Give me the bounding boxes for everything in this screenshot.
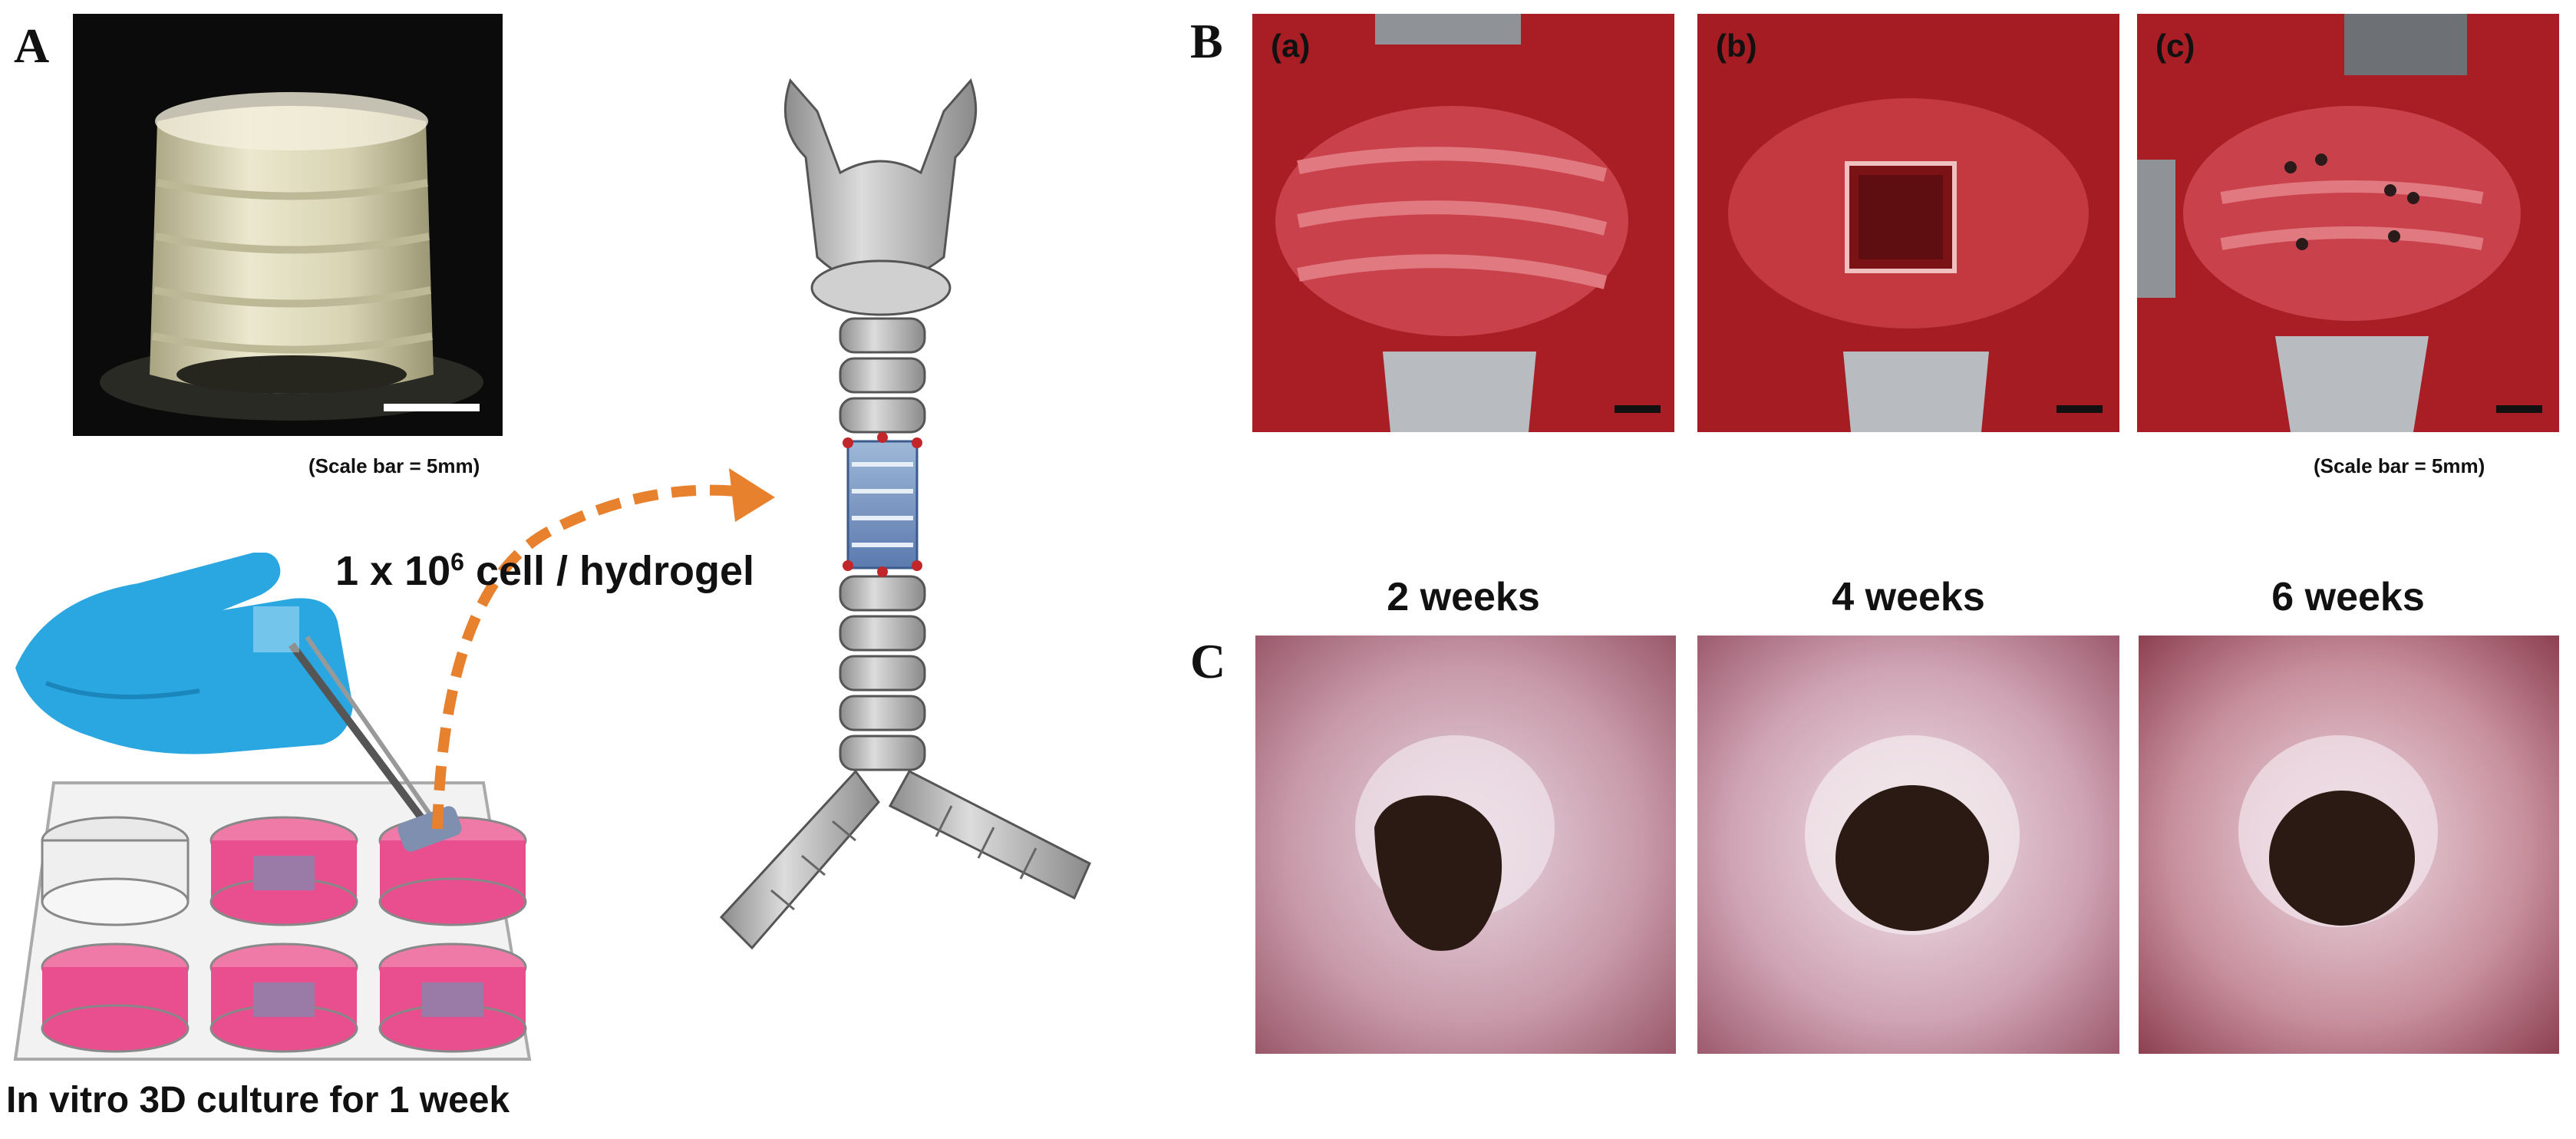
cell-density-label: 1 x 106 cell / hydrogel	[335, 547, 754, 595]
culture-illustration	[0, 553, 552, 1075]
scale-note-b: (Scale bar = 5mm)	[2314, 454, 2485, 477]
surgery-photo-c: (c)	[2137, 14, 2559, 432]
scalebar-b	[2057, 405, 2103, 413]
sublabel-b: (b)	[1716, 28, 1757, 64]
panel-letter-c: C	[1190, 634, 1226, 688]
scalebar-c	[2496, 405, 2542, 413]
scale-note-a: (Scale bar = 5mm)	[308, 454, 480, 477]
surgery-photo-b: (b)	[1697, 14, 2119, 432]
cell-density-exponent: 6	[450, 548, 464, 576]
cell-density-prefix: 1 x 10	[335, 548, 451, 594]
transfer-arrow	[414, 445, 813, 844]
cell-density-suffix: cell / hydrogel	[463, 548, 755, 594]
endoscopy-photo-6-weeks	[2139, 636, 2559, 1054]
surgery-photo-a: (a)	[1252, 14, 1674, 432]
culture-caption: In vitro 3D culture for 1 week	[6, 1080, 510, 1121]
week-label-4: 4 weeks	[1832, 575, 1985, 619]
week-label-6: 6 weeks	[2271, 575, 2425, 619]
endoscopy-photo-4-weeks	[1697, 636, 2119, 1054]
scalebar-a	[1615, 405, 1661, 413]
endoscopy-photo-2-weeks	[1255, 636, 1676, 1054]
panel-letter-a: A	[14, 18, 50, 73]
scaffold-photo	[73, 14, 503, 436]
trachea-illustration	[691, 65, 1151, 971]
sublabel-a: (a)	[1271, 28, 1311, 64]
week-label-2: 2 weeks	[1387, 575, 1540, 619]
sublabel-c: (c)	[2155, 28, 2195, 64]
panel-letter-b: B	[1190, 14, 1223, 68]
